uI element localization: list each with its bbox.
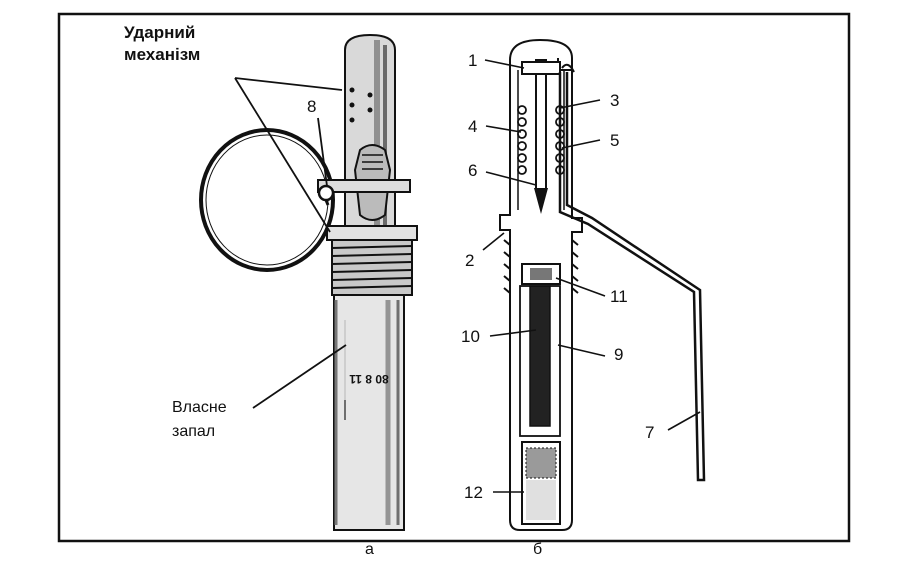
label-10: 10 (461, 327, 480, 346)
figure-frame (57, 12, 851, 543)
body-marking: 80 8 11 (349, 372, 389, 386)
pull-ring (199, 128, 335, 272)
panel-label-b: б (533, 541, 542, 558)
label-6: 6 (468, 161, 477, 180)
label-4: 4 (468, 117, 477, 136)
label-12: 12 (464, 483, 483, 502)
panel-b-leader-lines (482, 59, 701, 493)
threaded-section (331, 239, 413, 296)
fuse-exterior-view: 80 8 11 (199, 33, 418, 531)
striker-rod (535, 59, 547, 191)
safety-pin (317, 184, 335, 202)
label-8: 8 (307, 97, 316, 116)
delay-column (529, 285, 551, 427)
label-2: 2 (465, 251, 474, 270)
label-7: 7 (645, 423, 654, 442)
label-fuse-line1: Власне (172, 399, 227, 416)
fuse-cutaway-view (499, 38, 706, 531)
detonator-capsule (521, 441, 561, 525)
sleeve (519, 285, 561, 437)
label-mechanism-line2: механізм (124, 45, 200, 64)
label-11: 11 (610, 287, 628, 306)
fuse-tube-exterior (333, 294, 405, 531)
label-1: 1 (468, 51, 477, 70)
safety-lever (558, 72, 706, 482)
panel-label-a: а (365, 541, 374, 558)
panel-a-leader-lines (234, 77, 347, 409)
label-mechanism-line1: Ударний (124, 23, 195, 42)
label-fuse-line2: запал (172, 423, 215, 440)
label-3: 3 (610, 91, 619, 110)
label-5: 5 (610, 131, 619, 150)
label-9: 9 (614, 345, 623, 364)
